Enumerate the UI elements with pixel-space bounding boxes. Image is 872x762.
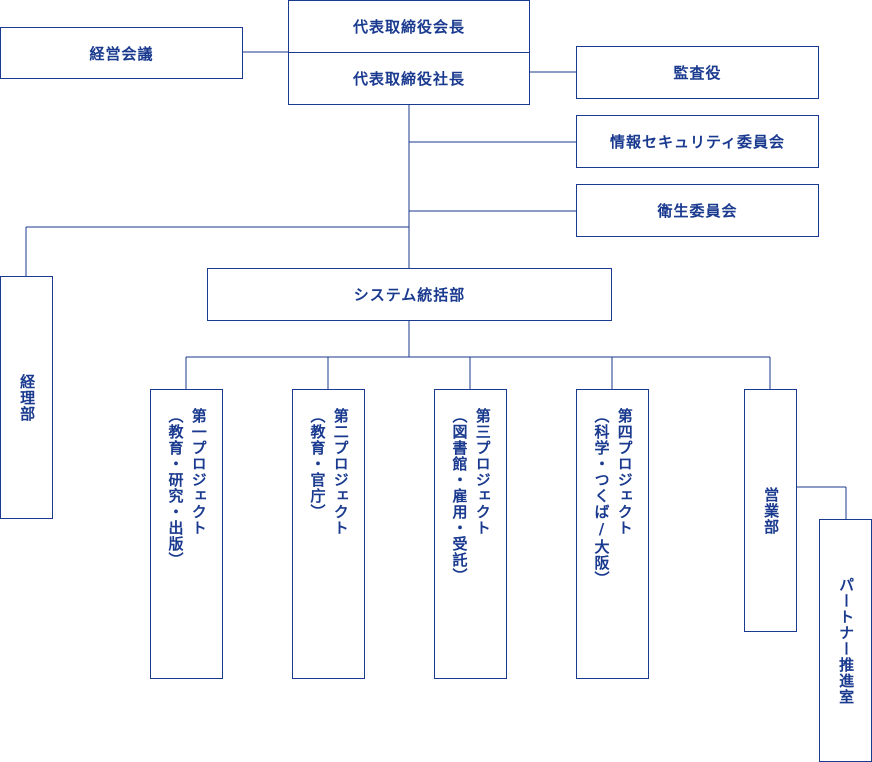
sales-label: 営業部 xyxy=(762,486,781,535)
accounting-box: 経理部 xyxy=(0,276,53,519)
project4-box: 第四プロジェクト （科学・つくば/大阪） xyxy=(576,389,649,679)
system-division-box: システム統括部 xyxy=(207,268,612,321)
health-committee-label: 衛生委員会 xyxy=(657,202,738,220)
auditor-label: 監査役 xyxy=(673,64,722,82)
partner-label: パートナー推進室 xyxy=(837,576,856,705)
president-label: 代表取締役社長 xyxy=(352,70,465,88)
chairman-box: 代表取締役会長 xyxy=(288,0,530,53)
accounting-label: 経理部 xyxy=(18,373,37,422)
chairman-label: 代表取締役会長 xyxy=(352,18,465,36)
project2-label: 第二プロジェクト （教育・官庁） xyxy=(308,408,350,536)
project1-box: 第一プロジェクト （教育・研究・出版） xyxy=(150,389,223,679)
project3-box: 第三プロジェクト （図書館・雇用・受託） xyxy=(434,389,507,679)
security-committee-box: 情報セキュリティ委員会 xyxy=(576,115,819,168)
auditor-box: 監査役 xyxy=(576,46,819,99)
sales-box: 営業部 xyxy=(744,389,797,632)
project3-label: 第三プロジェクト （図書館・雇用・受託） xyxy=(450,408,492,584)
project1-label: 第一プロジェクト （教育・研究・出版） xyxy=(166,408,208,568)
management-meeting-label: 経営会議 xyxy=(89,44,154,63)
project4-label: 第四プロジェクト （科学・つくば/大阪） xyxy=(592,408,634,587)
partner-box: パートナー推進室 xyxy=(819,519,872,762)
health-committee-box: 衛生委員会 xyxy=(576,184,819,237)
system-division-label: システム統括部 xyxy=(353,286,466,304)
project2-box: 第二プロジェクト （教育・官庁） xyxy=(292,389,365,679)
management-meeting-box: 経営会議 xyxy=(0,27,243,79)
security-committee-label: 情報セキュリティ委員会 xyxy=(609,133,786,151)
president-box: 代表取締役社長 xyxy=(288,52,530,105)
